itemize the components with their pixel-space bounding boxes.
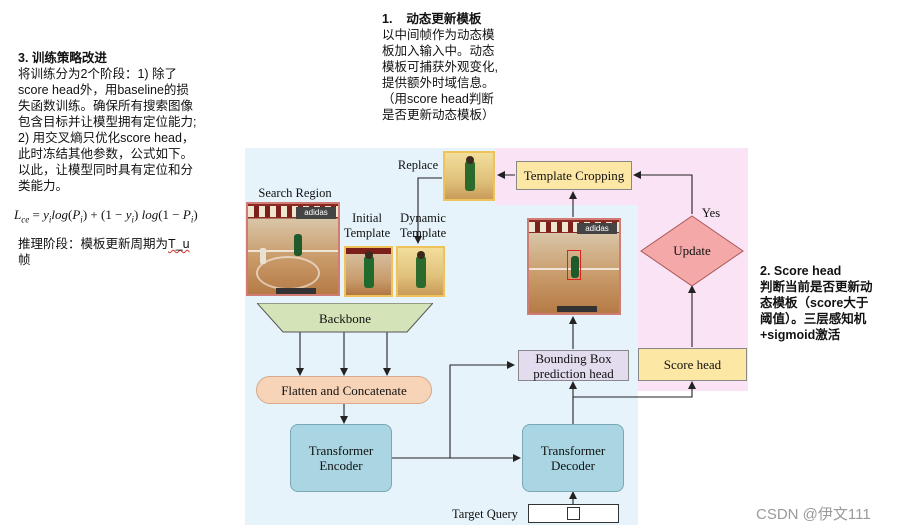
flatten-concatenate-block: Flatten and Concatenate: [256, 376, 432, 404]
training-strategy-note: 3. 训练策略改进 将训练分为2个阶段：1) 除了 score head外，用b…: [18, 50, 238, 194]
training-line-6: 此时冻结其他参数，公式如下。: [18, 147, 194, 161]
yes-label: Yes: [701, 206, 721, 220]
score-head-block: Score head: [638, 348, 747, 381]
target-query-label: Target Query: [452, 507, 518, 521]
prediction-box: [567, 250, 581, 280]
adidas-banner: adidas: [577, 223, 617, 234]
inference-var: T_u: [168, 237, 190, 251]
transformer-encoder-block: Transformer Encoder: [290, 424, 392, 492]
target-query-box: [528, 504, 619, 523]
update-label: Update: [673, 243, 711, 258]
training-strategy-heading: 3. 训练策略改进: [18, 51, 107, 65]
initial-template-label: Initial Template: [343, 211, 391, 240]
player-figure: [294, 234, 302, 256]
dynamic-template-label: Dynamic Template: [399, 211, 447, 240]
player-figure: [364, 256, 374, 288]
transformer-decoder-block: Transformer Decoder: [522, 424, 624, 492]
tracking-result-image: adidas: [527, 218, 621, 315]
adidas-banner: adidas: [296, 207, 336, 219]
training-line-7: 以此，让模型同时具有定位和分: [18, 163, 194, 177]
training-line-4: 包含目标并让模型拥有定位能力;: [18, 115, 197, 129]
query-token: [567, 507, 580, 520]
player-figure: [416, 256, 426, 288]
search-region-label: Search Region: [258, 186, 332, 200]
training-line-8: 类能力。: [18, 179, 69, 193]
update-diamond: [640, 215, 744, 287]
cross-entropy-formula: Lce = yilog(Pi) + (1 − yi) log(1 − Pi): [14, 207, 198, 225]
replaced-template-image: [443, 151, 495, 201]
training-line-2: score head外，用baseline的损: [18, 83, 189, 97]
player-figure: [571, 256, 579, 278]
template-cropping-block: Template Cropping: [516, 161, 632, 190]
backbone-label: Backbone: [319, 311, 371, 326]
replace-label: Replace: [397, 158, 439, 172]
training-line-1: 将训练分为2个阶段：1) 除了: [18, 67, 178, 81]
training-line-5: 2) 用交叉熵只优化score head，: [18, 131, 195, 145]
initial-template-image: [344, 246, 393, 297]
csdn-watermark: CSDN @伊文111: [756, 506, 871, 523]
score-head-note: 2. Score head 判断当前是否更新动 态模板（score大于 阈值）。…: [760, 264, 873, 342]
dynamic-template-heading: 1. 动态更新模板: [382, 12, 482, 26]
backbone-block: [257, 303, 433, 333]
dynamic-template-image: [396, 246, 445, 297]
dynamic-template-note: 1. 动态更新模板 以中间帧作为动态模 板加入输入中。动态 模板可捕获外观变化,…: [382, 11, 532, 123]
player-figure: [465, 161, 475, 191]
search-region-image: adidas: [246, 202, 340, 296]
inference-note: 推理阶段：模板更新周期为T_u 帧: [18, 237, 190, 267]
bbox-prediction-head-block: Bounding Box prediction head: [518, 350, 629, 381]
training-line-3: 失函数训练。确保所有搜索图像: [18, 99, 194, 113]
